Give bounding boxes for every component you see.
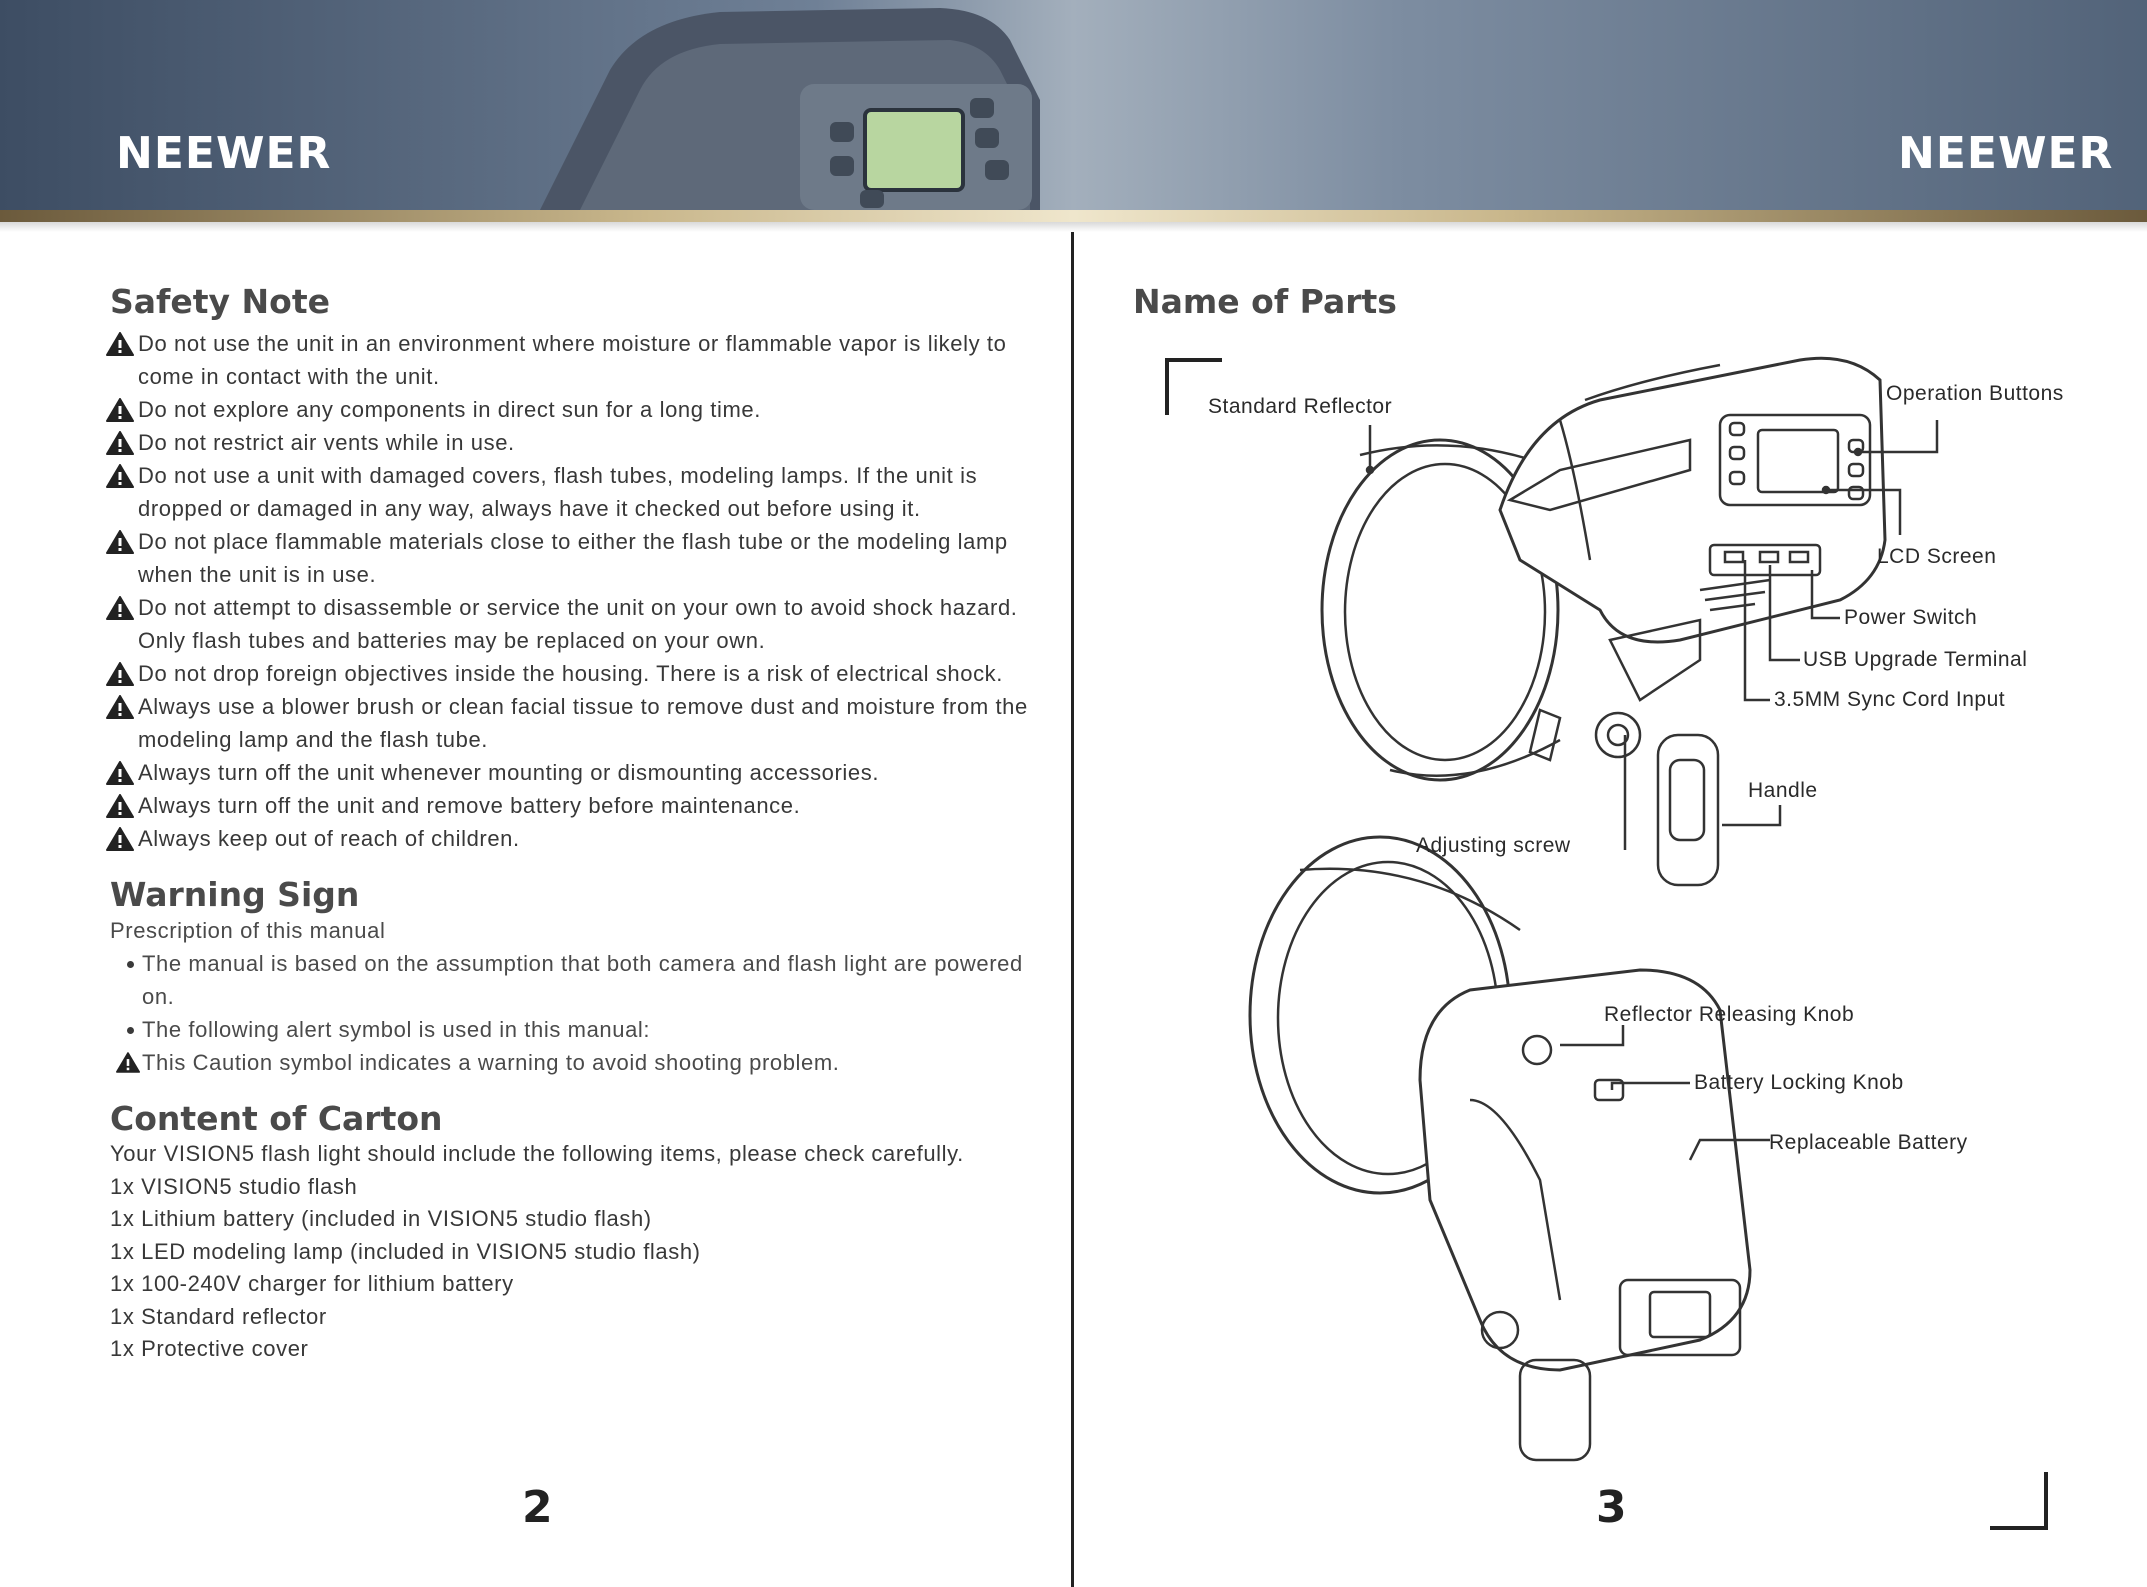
warning-icon (106, 464, 134, 488)
label-battery-locking-knob: Battery Locking Knob (1694, 1071, 1904, 1094)
label-replaceable-battery: Replaceable Battery (1769, 1131, 1968, 1154)
warning-icon (106, 761, 134, 785)
bullet-dot (127, 1027, 134, 1034)
label-usb-upgrade-terminal: USB Upgrade Terminal (1803, 648, 2028, 671)
safety-item-text: Always use a blower brush or clean facia… (138, 694, 1028, 752)
header-banner: NEEWER NEEWER (0, 0, 2147, 210)
safety-item-text: Always turn off the unit and remove batt… (138, 793, 801, 818)
carton-item: 1x Lithium battery (included in VISION5 … (110, 1206, 652, 1231)
label-adjusting-screw: Adjusting screw (1416, 834, 1571, 857)
safety-item: Do not use a unit with damaged covers, f… (106, 459, 1030, 525)
flash-unit-header-image (540, 8, 1040, 210)
carton-list: Your VISION5 flash light should include … (110, 1138, 1030, 1366)
safety-item-text: Do not place flammable materials close t… (138, 529, 1008, 587)
safety-item-text: Do not attempt to disassemble or service… (138, 595, 1018, 653)
label-standard-reflector: Standard Reflector (1208, 395, 1393, 418)
warning-icon (106, 695, 134, 719)
warning-subtitle: Prescription of this manual (110, 918, 386, 943)
safety-item: Do not restrict air vents while in use. (106, 426, 1030, 459)
gold-rule (0, 210, 2147, 222)
safety-item: Do not place flammable materials close t… (106, 525, 1030, 591)
page-divider (1071, 232, 1074, 1587)
safety-item: Always turn off the unit whenever mounti… (106, 756, 1030, 789)
carton-item: 1x LED modeling lamp (included in VISION… (110, 1238, 701, 1264)
safety-item-text: Do not drop foreign objectives inside th… (138, 661, 1003, 686)
warning-sign-heading: Warning Sign (110, 875, 360, 914)
carton-item: 1x Standard reflector (110, 1303, 327, 1329)
content-of-carton-heading: Content of Carton (110, 1099, 443, 1138)
safety-item: Always turn off the unit and remove batt… (106, 789, 1030, 822)
page-number-right: 3 (1596, 1482, 1627, 1533)
carton-item: 1x 100-240V charger for lithium battery (110, 1271, 514, 1296)
safety-item: Do not attempt to disassemble or service… (106, 591, 1030, 657)
bullet-dot (127, 961, 134, 968)
page-number-left: 2 (522, 1482, 553, 1533)
caution-text: This Caution symbol indicates a warning … (142, 1050, 840, 1075)
safety-item: Always keep out of reach of children. (106, 822, 1030, 855)
label-lcd-screen: LCD Screen (1877, 545, 1997, 568)
safety-item-text: Do not use a unit with damaged covers, f… (138, 463, 978, 521)
caution-icon (116, 1052, 140, 1073)
safety-item-text: Do not restrict air vents while in use. (138, 430, 515, 455)
safety-note-heading: Safety Note (110, 282, 330, 321)
left-page: Safety Note Do not use the unit in an en… (106, 282, 1030, 1366)
safety-note-list: Do not use the unit in an environment wh… (106, 327, 1030, 855)
warning-icon (106, 431, 134, 455)
carton-item: 1x VISION5 studio flash (110, 1173, 358, 1199)
carton-item: 1x Protective cover (110, 1336, 309, 1361)
label-sync-cord-input: 3.5MM Sync Cord Input (1774, 688, 2006, 711)
caution-line: This Caution symbol indicates a warning … (110, 1046, 1030, 1079)
header-shadow (0, 222, 2147, 232)
carton-intro: Your VISION5 flash light should include … (110, 1141, 964, 1166)
warning-icon (106, 332, 134, 356)
safety-item-text: Always turn off the unit whenever mounti… (138, 760, 880, 785)
safety-item-text: Always keep out of reach of children. (138, 826, 520, 851)
brand-logo-right: NEEWER (1898, 128, 2114, 179)
warning-bullet-text: The manual is based on the assumption th… (142, 951, 1023, 1009)
name-of-parts-heading: Name of Parts (1133, 282, 1397, 321)
safety-item-text: Do not use the unit in an environment wh… (138, 331, 1007, 389)
safety-item: Do not use the unit in an environment wh… (106, 327, 1030, 393)
warning-bullets: The manual is based on the assumption th… (110, 947, 1030, 1079)
warning-icon (106, 398, 134, 422)
warning-icon (106, 662, 134, 686)
safety-item: Always use a blower brush or clean facia… (106, 690, 1030, 756)
warning-icon (106, 596, 134, 620)
warning-icon (106, 827, 134, 851)
warning-bullet: The manual is based on the assumption th… (110, 947, 1030, 1013)
label-handle: Handle (1748, 779, 1818, 802)
warning-icon (106, 530, 134, 554)
warning-bullet-text: The following alert symbol is used in th… (142, 1017, 651, 1042)
warning-bullet: The following alert symbol is used in th… (110, 1013, 1030, 1046)
brand-logo-left: NEEWER (116, 128, 332, 179)
safety-item-text: Do not explore any components in direct … (138, 397, 761, 422)
safety-item: Do not drop foreign objectives inside th… (106, 657, 1030, 690)
warning-icon (106, 794, 134, 818)
label-operation-buttons: Operation Buttons (1886, 382, 2064, 405)
label-reflector-releasing-knob: Reflector Releasing Knob (1604, 1003, 1855, 1026)
safety-item: Do not explore any components in direct … (106, 393, 1030, 426)
label-power-switch: Power Switch (1844, 606, 1978, 629)
